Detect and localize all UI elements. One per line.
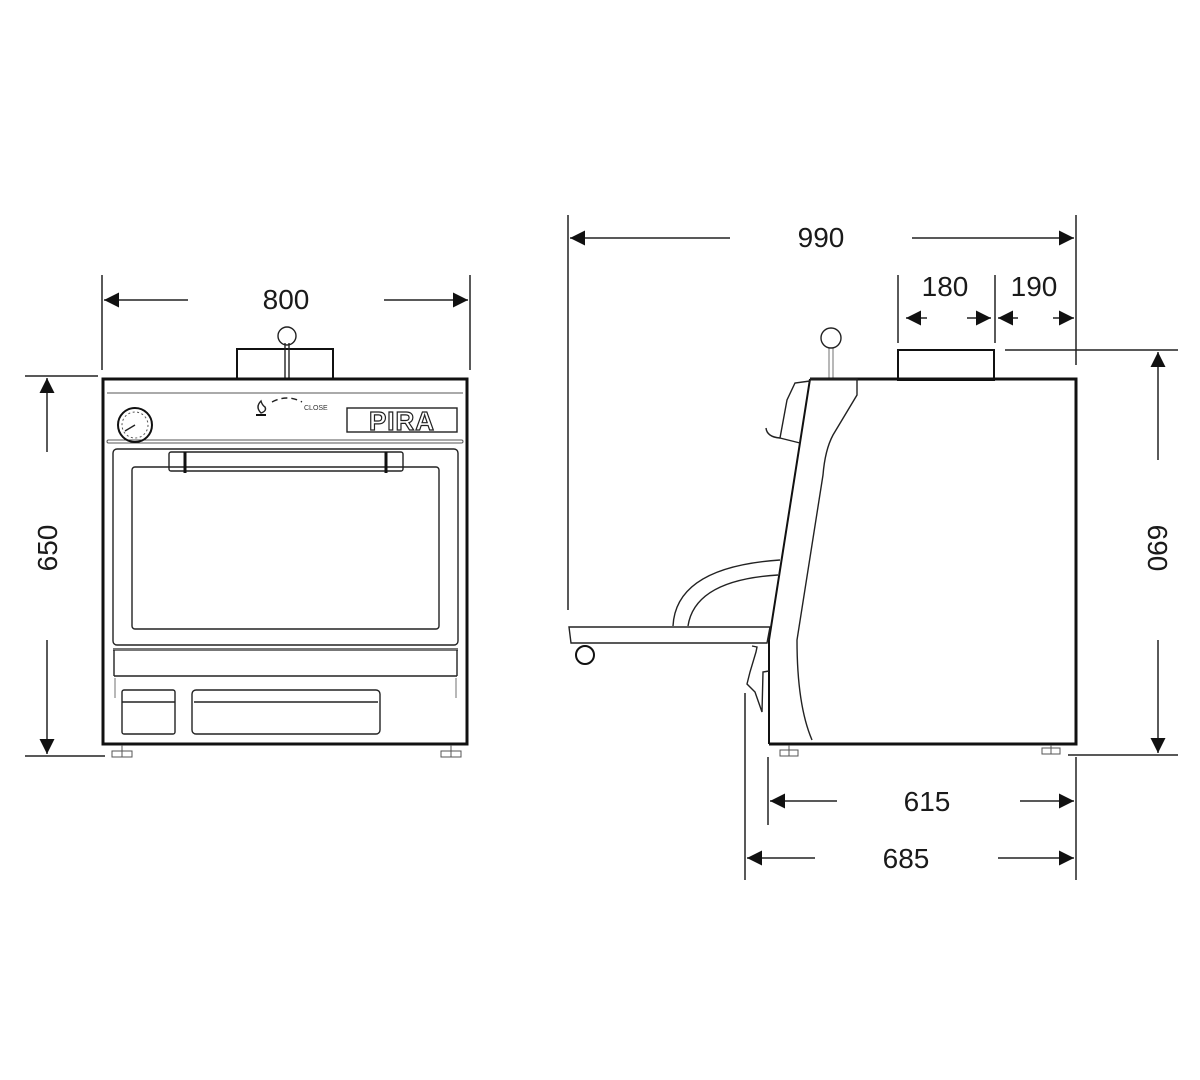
adjustable-feet	[111, 745, 462, 758]
ash-drawer-large[interactable]	[191, 689, 381, 735]
dimension-label-width: 800	[263, 284, 310, 315]
dimension-label-190: 190	[1011, 271, 1058, 302]
flame-icon	[256, 399, 267, 416]
dimension-label-685: 685	[883, 843, 930, 874]
svg-text:PIRA: PIRA	[369, 406, 435, 436]
door-window	[131, 466, 440, 630]
damper-arc	[271, 397, 303, 403]
oven-door	[112, 448, 459, 646]
dimension-depth-990: 990	[567, 215, 1077, 610]
ash-drawer-small[interactable]	[121, 689, 176, 735]
dimension-label-990: 990	[798, 222, 845, 253]
dimension-label-height: 650	[32, 525, 63, 572]
dimension-depth-685: 685	[744, 693, 1074, 880]
dimension-rear-190: 190	[998, 271, 1074, 326]
dimension-label-615: 615	[904, 786, 951, 817]
dimension-depth-615: 615	[767, 757, 1077, 880]
dimension-label-180: 180	[922, 271, 969, 302]
side-body	[765, 377, 1078, 746]
front-view: 800 650 CLOSE	[25, 275, 471, 758]
door-handle[interactable]	[168, 451, 404, 472]
open-door-tray[interactable]	[568, 559, 781, 713]
side-damper-knob-icon	[820, 327, 842, 349]
side-adjustable-feet	[779, 745, 1061, 757]
thermometer-gauge-icon	[117, 407, 153, 443]
dimension-height-650: 650	[25, 375, 105, 757]
pira-logo: PIRA	[346, 405, 458, 437]
dimension-height-690: 690	[1005, 349, 1178, 756]
side-view: 990 180 190 690	[567, 215, 1178, 880]
caster-wheel-icon	[575, 645, 595, 665]
close-label: CLOSE	[304, 405, 328, 412]
oven-body	[101, 377, 469, 746]
dimension-label-690: 690	[1142, 525, 1173, 572]
dimension-width-800: 800	[104, 284, 468, 315]
damper-knob-icon	[277, 326, 297, 346]
side-chimney	[897, 349, 995, 381]
dimension-chimney-180: 180	[897, 271, 996, 343]
